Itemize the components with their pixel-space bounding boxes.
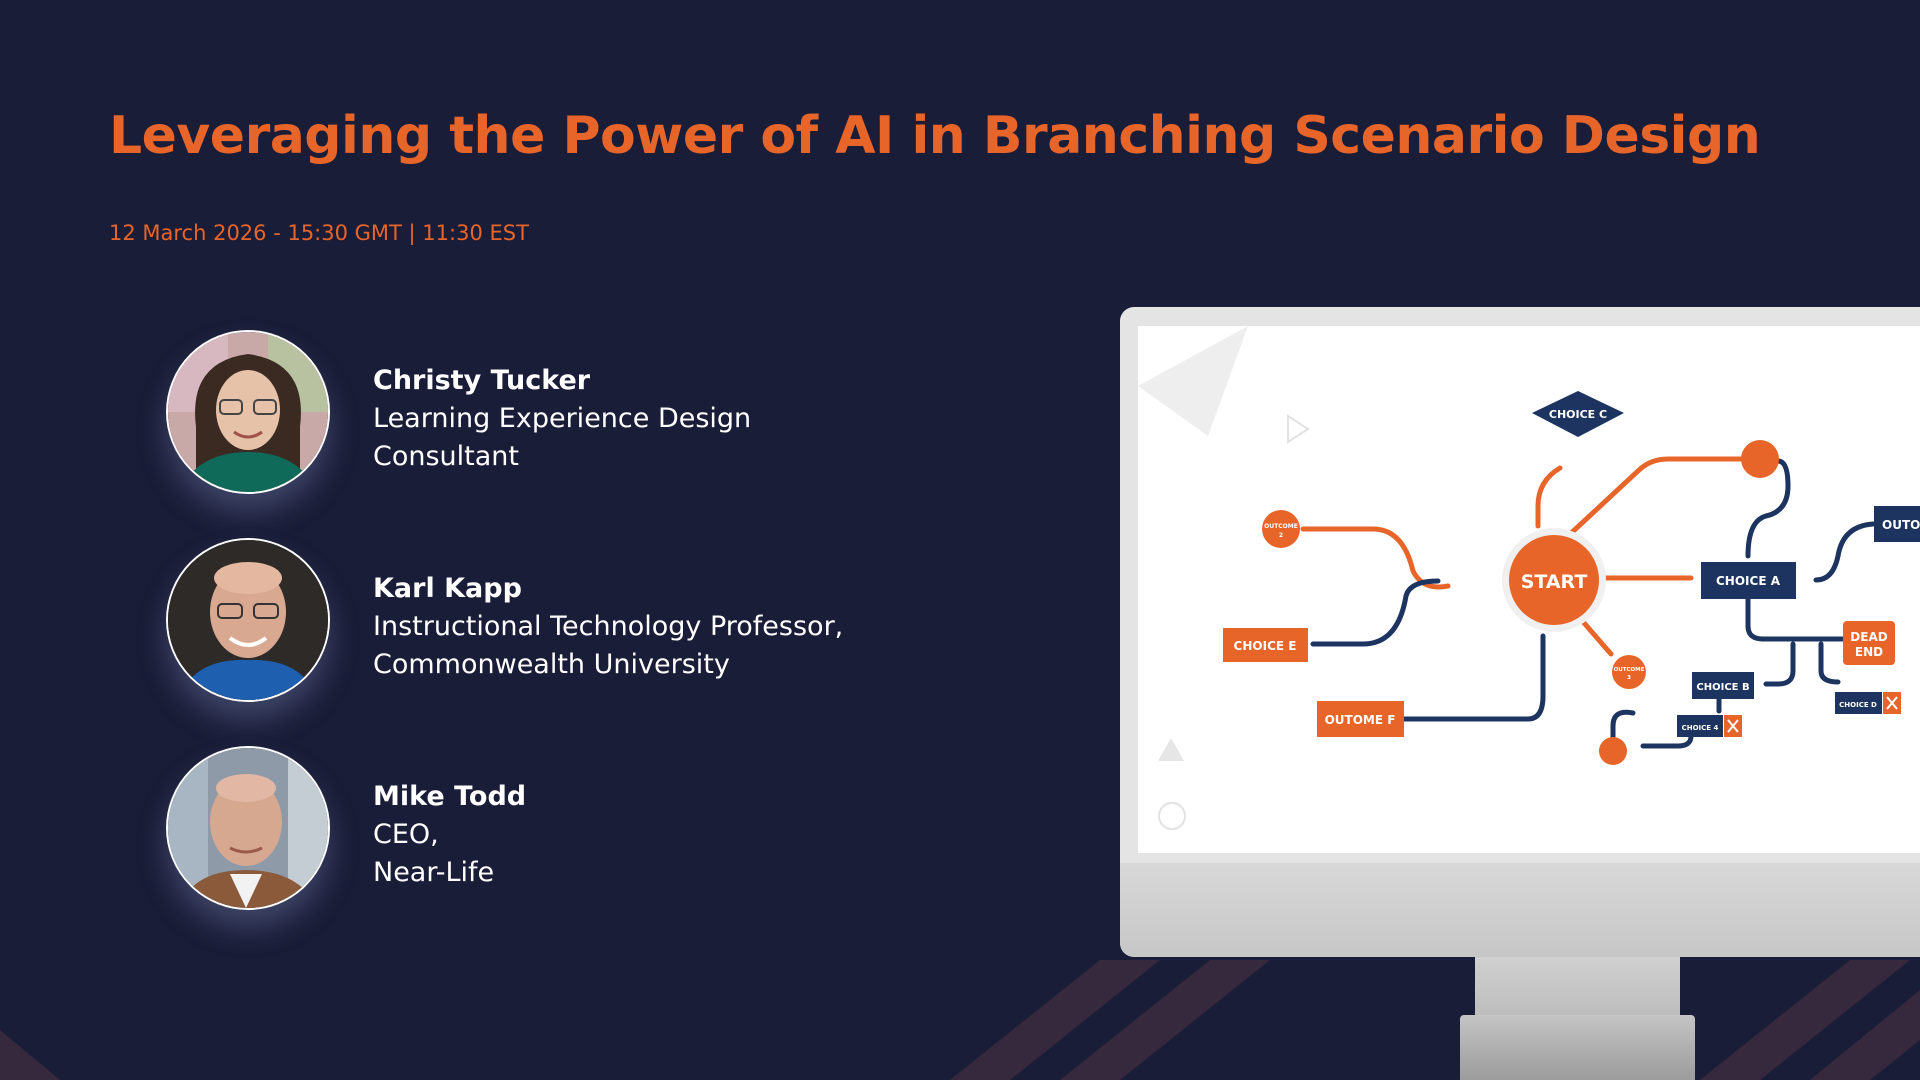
svg-text:END: END <box>1855 645 1883 659</box>
speaker-name: Christy Tucker <box>373 365 591 396</box>
diagram-node-dead-end: DEAD END <box>1843 621 1895 665</box>
decor-triangle <box>1287 414 1310 444</box>
speaker-card-mike-todd: Mike Todd CEO, Near-Life <box>166 746 1066 911</box>
speaker-card-karl-kapp: Karl Kapp Instructional Technology Profe… <box>166 538 1066 703</box>
svg-text:OUTCOME: OUTCOME <box>1614 667 1645 673</box>
speaker-card-christy-tucker: Christy Tucker Learning Experience Desig… <box>166 330 1066 495</box>
diagram-node-start: START <box>1502 528 1606 632</box>
svg-text:CHOICE B: CHOICE B <box>1696 682 1749 693</box>
diagram-node-outcome-3: OUTCOME 3 <box>1612 655 1646 689</box>
svg-text:CHOICE D: CHOICE D <box>1839 701 1877 709</box>
svg-text:3: 3 <box>1627 675 1631 681</box>
avatar <box>166 538 330 702</box>
svg-text:OUTOM: OUTOM <box>1882 518 1920 532</box>
svg-text:OUTCOME: OUTCOME <box>1264 523 1298 530</box>
diagram-node-choice-d: CHOICE D <box>1835 692 1901 714</box>
event-date: 12 March 2026 - 15:30 GMT | 11:30 EST <box>109 221 529 245</box>
avatar <box>166 330 330 494</box>
diagram-node-circle <box>1599 737 1627 765</box>
decor-circle <box>1158 802 1186 830</box>
svg-text:CHOICE E: CHOICE E <box>1234 639 1297 653</box>
svg-text:START: START <box>1521 571 1588 593</box>
diagram-node-choice-a: CHOICE A <box>1701 562 1796 599</box>
diagram-node-choice-b: CHOICE B <box>1692 672 1754 699</box>
diagram-node-choice-4: CHOICE 4 <box>1677 715 1742 737</box>
speaker-name: Mike Todd <box>373 781 527 812</box>
decor-triangle <box>1158 738 1184 761</box>
monitor-illustration: CHOICE C START OUTCOME 2 CHOICE E <box>1120 307 1920 1080</box>
svg-text:CHOICE C: CHOICE C <box>1549 408 1607 421</box>
diagram-node-outcome-2: OUTCOME 2 <box>1262 510 1300 548</box>
speaker-role: Consultant <box>373 441 519 472</box>
decor-triangle <box>1138 326 1248 436</box>
avatar <box>166 746 330 910</box>
branching-scenario-diagram: CHOICE C START OUTCOME 2 CHOICE E <box>1138 326 1920 830</box>
diagram-node-choice-c: CHOICE C <box>1532 391 1624 437</box>
speaker-role: Commonwealth University <box>373 649 730 680</box>
speaker-role: Near-Life <box>373 857 495 888</box>
speaker-role: Instructional Technology Professor, <box>373 611 844 642</box>
svg-text:OUTOME F: OUTOME F <box>1325 713 1396 727</box>
diagram-node-outcome-cut: OUTOM <box>1874 506 1920 542</box>
speaker-role: CEO, <box>373 819 439 850</box>
diagram-node-choice-e: CHOICE E <box>1223 628 1308 662</box>
svg-text:2: 2 <box>1279 532 1283 539</box>
monitor-stand-base <box>1460 1015 1695 1080</box>
svg-text:DEAD: DEAD <box>1850 630 1887 644</box>
event-title: Leveraging the Power of AI in Branching … <box>109 106 1761 166</box>
speaker-role: Learning Experience Design <box>373 403 752 434</box>
diagram-node-outcome-f: OUTOME F <box>1317 701 1404 737</box>
svg-text:CHOICE A: CHOICE A <box>1716 574 1781 588</box>
monitor-chin <box>1120 863 1920 957</box>
speaker-name: Karl Kapp <box>373 573 522 604</box>
svg-text:CHOICE 4: CHOICE 4 <box>1682 724 1719 732</box>
diagram-node-circle <box>1741 440 1779 478</box>
monitor-screen: CHOICE C START OUTCOME 2 CHOICE E <box>1138 326 1920 853</box>
